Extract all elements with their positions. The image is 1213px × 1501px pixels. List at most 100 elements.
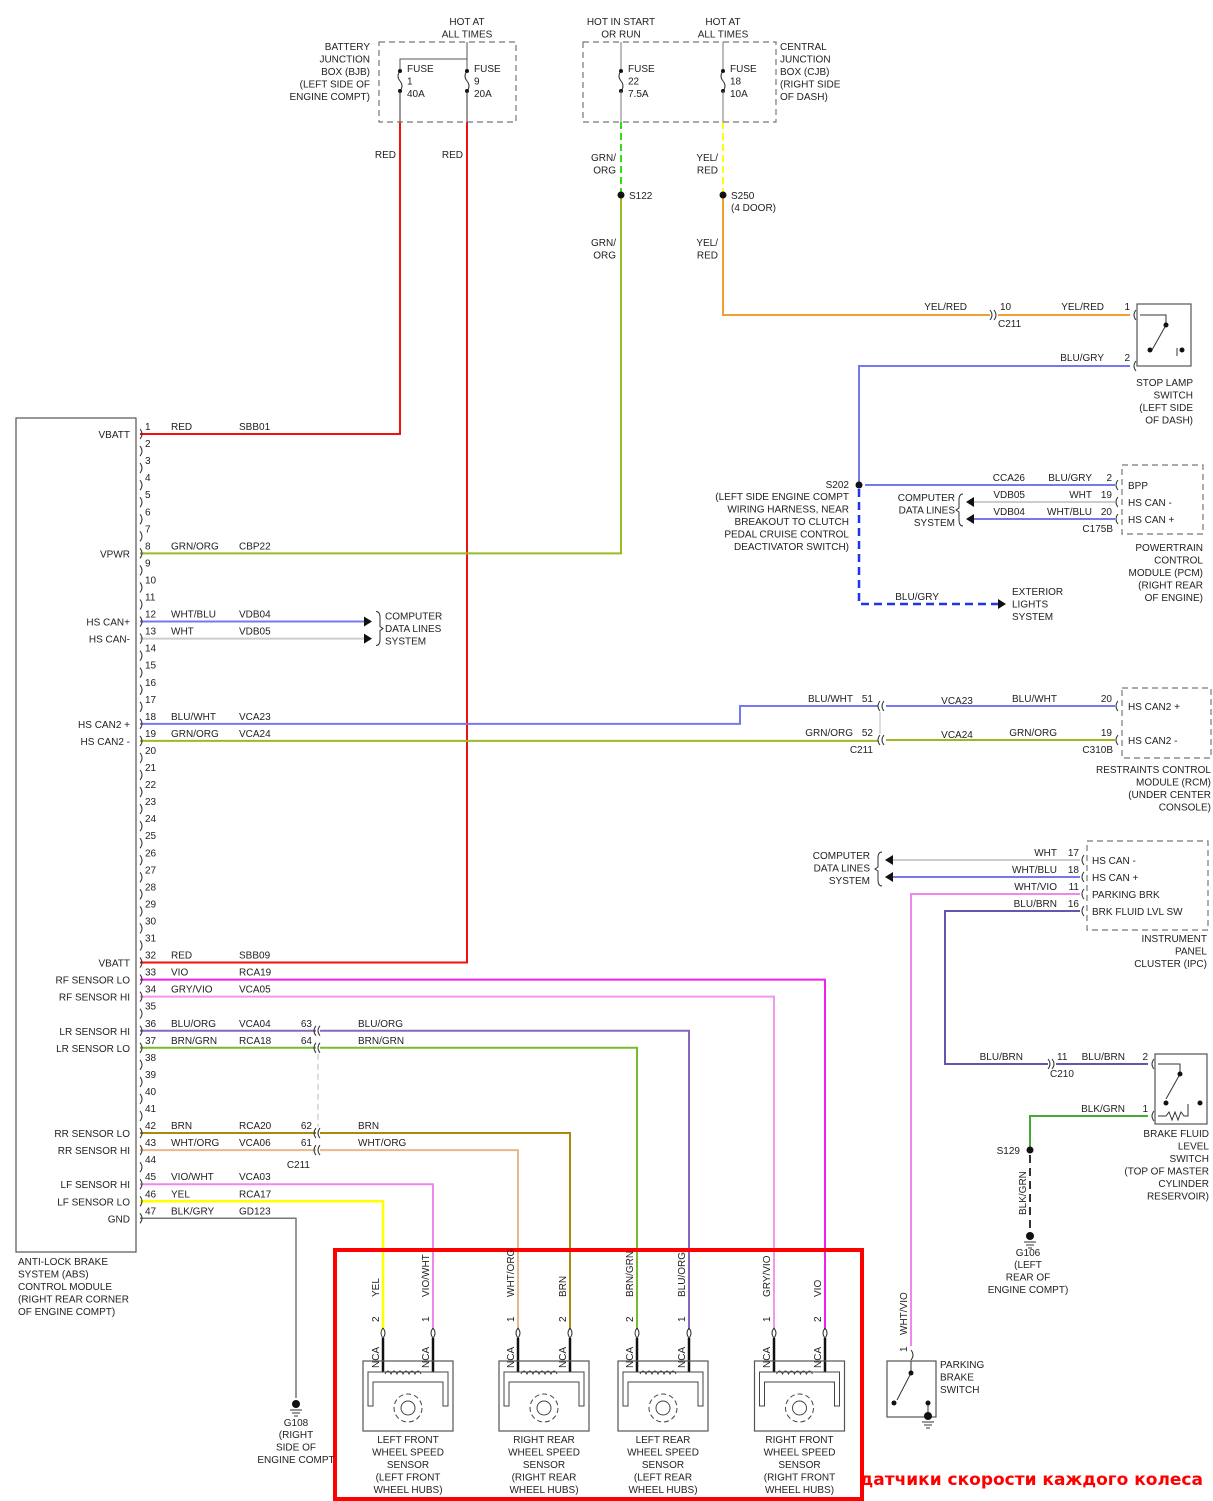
sensor-body [362, 1360, 454, 1432]
wire-color-label: BLU/ORG [171, 1019, 216, 1030]
c210-connector-icon [1051, 1058, 1055, 1070]
switch-contact [908, 1370, 914, 1376]
pin-function-label: RR SENSOR LO [54, 1129, 130, 1140]
wire-sbb01 [140, 122, 401, 435]
data-lines-label: DATA LINES [899, 506, 956, 517]
wire-color-label: RED [171, 951, 192, 962]
connector-icon [1133, 309, 1137, 321]
pcm-label: (RIGHT REAR [1138, 581, 1203, 592]
pin-connector-icon [139, 1008, 143, 1020]
rcm-pin-function: HS CAN2 - [1128, 736, 1177, 747]
c211-pin: 61 [301, 1138, 313, 1149]
pin-number: 3 [145, 456, 151, 467]
c211-connector-icon [881, 734, 885, 746]
pin-number: 14 [145, 644, 157, 655]
circuit-label: VDB04 [239, 610, 271, 621]
nca-label: NCA [625, 1347, 636, 1368]
rcm-label: MODULE (RCM) [1136, 778, 1211, 789]
stop-lamp-label: (LEFT SIDE [1139, 403, 1193, 414]
sensor-label: WHEEL HUBS) [373, 1485, 442, 1496]
sensor-label: SENSOR [642, 1460, 684, 1471]
connector-icon [1081, 854, 1085, 866]
connector-icon [1081, 888, 1085, 900]
wire-vca06-out [320, 1149, 519, 1330]
pin-number: 27 [145, 865, 157, 876]
pin-connector-icon [139, 803, 143, 815]
wire-color-label: WHT [1069, 490, 1092, 501]
pin-connector-icon [139, 1212, 143, 1224]
pin-number: 43 [145, 1138, 157, 1149]
s202-label: PEDAL CRUISE CONTROL [724, 530, 849, 541]
nca-label: NCA [558, 1347, 569, 1368]
tone-ring-icon [393, 1393, 423, 1423]
brake-fluid-label: SWITCH [1170, 1154, 1209, 1165]
bjb-label: JUNCTION [319, 55, 370, 66]
pin-connector-icon [139, 1093, 143, 1105]
c210-label: C210 [1050, 1069, 1074, 1080]
sensor-label: LEFT FRONT [377, 1435, 438, 1446]
g106-label: REAR OF [1006, 1273, 1050, 1284]
pin-connector-icon [139, 1025, 143, 1037]
c211-connector-icon [317, 1127, 321, 1139]
sensor-pin-number: 1 [421, 1316, 432, 1322]
parking-ground-icon [924, 1412, 932, 1420]
pin-function-label: HS CAN2 - [81, 737, 130, 748]
pcm-pin-function: BPP [1128, 481, 1148, 492]
wire-color-label: YEL/RED [1061, 302, 1104, 313]
pin-connector-icon [139, 889, 143, 900]
connector-icon [1151, 1058, 1155, 1070]
abs-module-label: OF ENGINE COMPT) [18, 1307, 115, 1318]
pin-number: 20 [1101, 694, 1113, 705]
bjb-hot-label: HOT AT [449, 17, 484, 28]
g106-label: (LEFT [1014, 1260, 1042, 1271]
data-lines-label: COMPUTER [813, 851, 870, 862]
wire-color-label: BLU/ORG [358, 1019, 403, 1030]
sensor-label: SENSOR [523, 1460, 565, 1471]
sensor-wire-color: GRY/VIO [762, 1255, 773, 1297]
connector-icon [822, 1327, 826, 1339]
pin-function-label: VBATT [99, 430, 130, 441]
data-lines-label: DATA LINES [814, 864, 871, 875]
cjb-hot-start-label: OR RUN [601, 30, 640, 41]
pin-function-label: LR SENSOR LO [56, 1044, 130, 1055]
fuse-18-label: 10A [730, 89, 748, 100]
switch-contact-icon [1140, 314, 1178, 356]
cjb-hot-all-label: ALL TIMES [698, 30, 749, 41]
fuse-18-label: FUSE [730, 64, 757, 75]
pin-number: 4 [145, 473, 151, 484]
wire-rca19 [140, 978, 826, 1330]
connector-icon [634, 1327, 638, 1339]
circuit-label: VCA23 [239, 712, 271, 723]
wire-rca18-out [320, 1046, 638, 1330]
tone-ring-icon [785, 1393, 814, 1423]
pin-number: 8 [145, 541, 151, 552]
parking-brake-label: SWITCH [940, 1385, 979, 1396]
switch-contact [891, 1400, 897, 1406]
fuse-18-icon [720, 70, 726, 92]
circuit-label: RCA18 [239, 1036, 272, 1047]
brake-fluid-label: BRAKE FLUID [1143, 1129, 1209, 1140]
sensor-label: (LEFT REAR [634, 1473, 692, 1484]
parking-brake-label: BRAKE [940, 1373, 974, 1384]
c211-connector-icon [993, 309, 997, 321]
nca-label: NCA [813, 1347, 824, 1368]
abs-module-label: ANTI-LOCK BRAKE [18, 1257, 108, 1268]
ipc-label: CLUSTER (IPC) [1134, 959, 1207, 970]
cjb-label: (RIGHT SIDE [780, 80, 841, 91]
wire-vca04-out [320, 1029, 690, 1330]
pin-number: 36 [145, 1019, 157, 1030]
parking-ground-icon [922, 1421, 934, 1429]
pin-number: 40 [145, 1087, 157, 1098]
c210-pin: 11 [1057, 1052, 1068, 1063]
pin-function-label: RF SENSOR HI [59, 993, 130, 1004]
pin-function-label: LF SENSOR HI [61, 1180, 130, 1191]
pin-connector-icon [139, 871, 143, 883]
pin-number: 41 [145, 1104, 157, 1115]
switch-contact [1147, 347, 1153, 353]
stop-lamp-label: STOP LAMP [1136, 378, 1193, 389]
pin-number: 17 [1068, 848, 1080, 859]
nca-label: NCA [421, 1347, 432, 1368]
sensor-label: WHEEL SPEED [627, 1448, 699, 1459]
pin-connector-icon [139, 752, 143, 764]
wire-color-label: BLU/BRN [980, 1052, 1023, 1063]
